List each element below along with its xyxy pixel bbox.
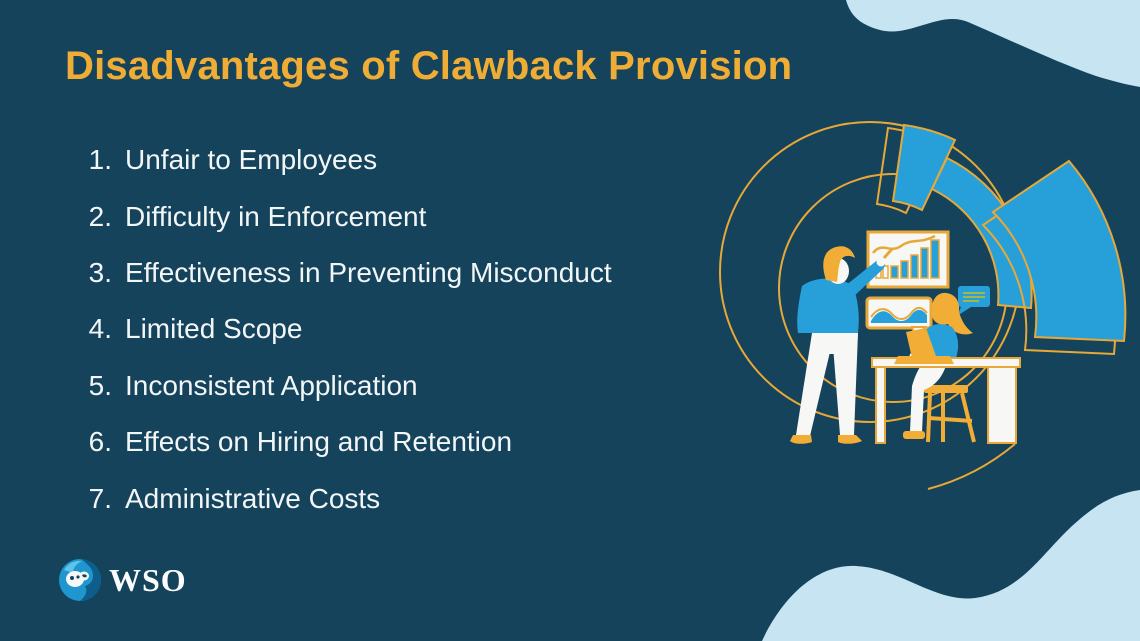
list-item: 2. Difficulty in Enforcement bbox=[78, 188, 612, 244]
standing-presenter-icon bbox=[790, 246, 894, 444]
analysts-illustration bbox=[719, 121, 1127, 490]
list-item-label: Effectiveness in Preventing Misconduct bbox=[125, 256, 612, 288]
logo-text: WSO bbox=[109, 561, 187, 598]
list-item-number: 4. bbox=[88, 313, 112, 345]
speech-bubble-icon bbox=[957, 286, 990, 316]
bottom-right-blob bbox=[762, 490, 1140, 641]
list-item-number: 2. bbox=[88, 200, 112, 232]
list-item-number: 3. bbox=[88, 256, 112, 288]
list-item-label: Effects on Hiring and Retention bbox=[125, 426, 513, 458]
stool-icon bbox=[924, 385, 976, 443]
logo: WSO bbox=[58, 558, 187, 602]
list-item: 6. Effects on Hiring and Retention bbox=[78, 414, 612, 470]
list-item: 3. Effectiveness in Preventing Misconduct bbox=[78, 245, 612, 301]
list-item-label: Inconsistent Application bbox=[125, 369, 418, 401]
list-item-number: 6. bbox=[88, 426, 112, 458]
list-item-label: Difficulty in Enforcement bbox=[125, 200, 427, 232]
list-item: 7. Administrative Costs bbox=[78, 470, 612, 526]
wso-monkey-icon bbox=[59, 559, 101, 601]
list-item: 1. Unfair to Employees bbox=[78, 132, 612, 188]
bottom-arc-icon bbox=[927, 443, 1016, 490]
disadvantages-list: 1. Unfair to Employees 2. Difficulty in En… bbox=[78, 132, 612, 527]
list-item-label: Administrative Costs bbox=[125, 482, 381, 514]
wave-chart-board-icon bbox=[865, 296, 933, 342]
list-item-number: 1. bbox=[88, 144, 112, 176]
list-item: 5. Inconsistent Application bbox=[78, 358, 612, 414]
seated-analyst-laptop-icon bbox=[909, 292, 973, 360]
page-title: Disadvantages of Clawback Provision bbox=[65, 44, 793, 88]
top-right-blob bbox=[846, 0, 1140, 87]
list-item-number: 5. bbox=[88, 369, 112, 401]
seated-analyst-legs-icon bbox=[903, 358, 948, 439]
laptop-icon bbox=[894, 328, 954, 364]
radial-chart-wedges-icon bbox=[875, 123, 1127, 356]
list-item-label: Unfair to Employees bbox=[125, 144, 378, 176]
list-item: 4. Limited Scope bbox=[78, 301, 612, 357]
list-item-number: 7. bbox=[88, 482, 112, 514]
list-item-label: Limited Scope bbox=[125, 313, 303, 345]
